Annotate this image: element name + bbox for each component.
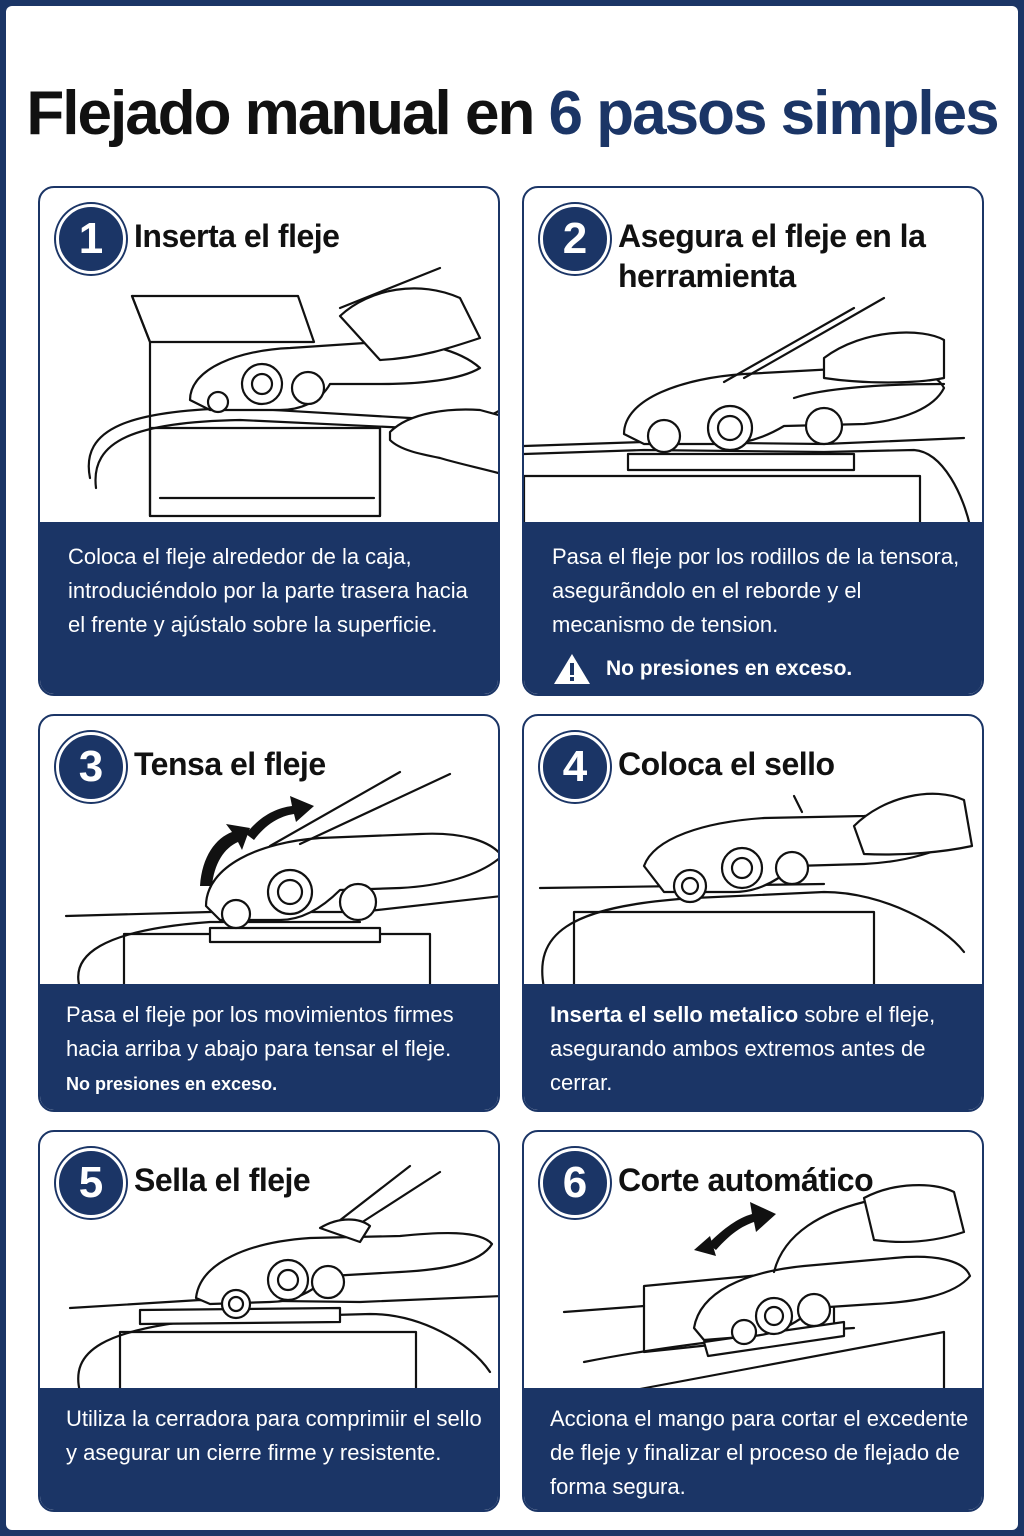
page-title: Flejado manual en 6 pasos simples: [0, 78, 1024, 149]
strapping-tool-tension-illustration: [64, 770, 498, 988]
strapping-tool-insert-illustration: [87, 266, 498, 518]
step-number-badge: 1: [56, 204, 126, 274]
step-title: Coloca el sello: [618, 746, 835, 782]
step-number-badge: 3: [56, 732, 126, 802]
step-card-3: 3 Tensa el fleje Pasa el fleje por los m…: [38, 714, 500, 1112]
step-description: Coloca el fleje alrededor de la caja, in…: [68, 544, 468, 637]
step-description: Acciona el mango para cortar el excedent…: [550, 1406, 969, 1499]
strapping-tool-secure-illustration: [524, 296, 972, 526]
step-number-badge: 6: [540, 1148, 610, 1218]
step-card-5: 5 Sella el fleje Utiliza la cerradora pa…: [38, 1130, 500, 1512]
step-description-text: sobre el fleje, asegurando ambos extremo…: [550, 1002, 936, 1095]
step-description: Inserta el sello metalico sobre el fleje…: [550, 998, 964, 1100]
step-title: Inserta el fleje: [134, 218, 340, 254]
warning-text: No presiones en exceso.: [606, 657, 853, 680]
step-card-2: 2 Asegura el fleje en la herramienta Pas…: [522, 186, 984, 696]
step-card-4: 4 Coloca el sello Inserta el sello metal…: [522, 714, 984, 1112]
step-title: Corte automático: [618, 1162, 874, 1198]
step-title: Tensa el fleje: [134, 746, 326, 782]
step-number-badge: 2: [540, 204, 610, 274]
step-description: Pasa el fleje por los movimientos firmes…: [66, 998, 480, 1101]
step-description: Utiliza la cerradora para comprimiir el …: [66, 1406, 482, 1465]
title-main: Flejado manual en: [26, 79, 549, 148]
step-description-panel: Pasa el fleje por los rodillos de la ten…: [524, 522, 982, 694]
step-description-text: Pasa el fleje por los movimientos firmes…: [66, 1002, 454, 1061]
warning-text: No presiones en exceso.: [66, 1074, 278, 1094]
step-description: Pasa el fleje por los rodillos de la ten…: [552, 544, 960, 637]
step-card-1: 1 Inserta el fleje Coloca el fleje alred…: [38, 186, 500, 696]
step-description-panel: Utiliza la cerradora para comprimiir el …: [40, 1388, 498, 1510]
step-card-6: 6 Corte automático Acciona el mango para…: [522, 1130, 984, 1512]
step-title: Sella el fleje: [134, 1162, 311, 1198]
step-description-bold: Inserta el sello metalico: [550, 1002, 799, 1027]
step-title: Asegura el fleje en la herramienta: [618, 218, 926, 294]
step-description-panel: Pasa el fleje por los movimientos firmes…: [40, 984, 498, 1110]
step-number-badge: 5: [56, 1148, 126, 1218]
step-number-badge: 4: [540, 732, 610, 802]
step-description-panel: Acciona el mango para cortar el excedent…: [524, 1388, 982, 1510]
warning-note: No presiones en exceso.: [552, 652, 960, 686]
warning-triangle-icon: [554, 654, 590, 684]
step-description-panel: Coloca el fleje alrededor de la caja, in…: [40, 522, 498, 694]
strapping-tool-seal-illustration: [538, 792, 974, 988]
strapping-tool-sealer-illustration: [68, 1164, 498, 1392]
title-accent: 6 pasos simples: [548, 79, 1000, 148]
step-description-panel: Inserta el sello metalico sobre el fleje…: [524, 984, 982, 1110]
strapping-tool-cut-illustration: [562, 1184, 972, 1392]
